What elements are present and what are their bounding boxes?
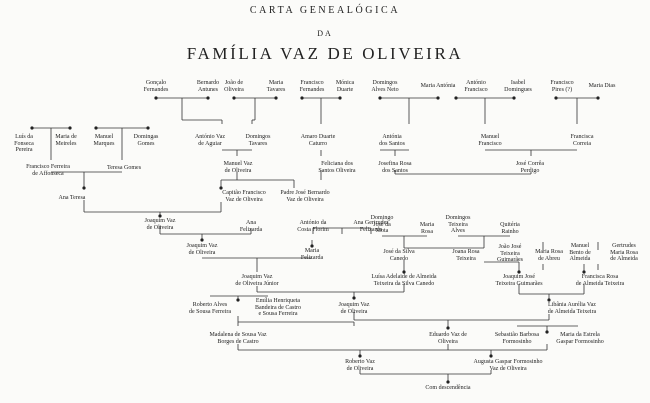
person-francisca-correia: Francisca Correia [570, 134, 594, 147]
person-augusta-gaspar-formosinho: Augusta Gaspar Formosinho Vaz de Oliveir… [473, 359, 543, 372]
person-emilia-henriqueta: Emília Henriqueta Bandeira de Castro e S… [255, 298, 301, 318]
person-joaquim-vaz-de-oliveira-1: Joaquim Vaz de Oliveira [144, 218, 176, 231]
person-manuel-marques: Manuel Marques [93, 134, 115, 147]
person-manuel-francisco: Manuel Francisco [478, 134, 502, 147]
person-domingas-gomes: Domingas Gomes [133, 134, 159, 147]
person-maria-rosa: Maria Rosa [419, 222, 435, 235]
person-isabel-domingues: Isabel Domingues [504, 80, 532, 93]
com-descendencia-label: Com descendência [425, 385, 471, 391]
person-francisco-fernandes: Francisco Fernandes [299, 80, 325, 93]
person-francisca-rosa-de-almeida-teixeira: Francisca Rosa de Almeida Teixeira [575, 274, 625, 287]
person-domingos-tavares: Domingos Tavares [245, 134, 271, 147]
person-francisco-pires: Francisco Pires (?) [550, 80, 574, 93]
person-joana-rosa-teixeira: Joana Rosa Teixeira [452, 249, 480, 262]
person-capitao-francisco-vaz-de-oliveira: Capitão Francisco Vaz de Oliveira [222, 190, 266, 203]
person-amaro-duarte-caturro: Amaro Duarte Caturro [300, 134, 336, 147]
chart-title-family: FAMÍLIA VAZ DE OLIVEIRA [186, 44, 464, 63]
person-maria-felizarda: Maria Felizarda [300, 248, 324, 261]
person-antonio-francisco: António Francisco [464, 80, 488, 93]
person-joao-de-oliveira: João de Oliveira [224, 80, 244, 93]
person-joaquim-vaz-de-oliveira-junior: Joaquim Vaz de Oliveira Júnior [235, 274, 279, 287]
person-monica-duarte: Mónica Duarte [335, 80, 355, 93]
person-roberto-vaz-de-oliveira: Roberto Vaz de Oliveira [345, 359, 375, 372]
person-maria-antonia: Maria Antónia [420, 83, 456, 89]
person-jose-da-silva-canedo: José da Silva Canedo [383, 249, 415, 262]
person-padre-jose-bernardo-vaz-de-oliveira: Padre José Bernardo Vaz de Oliveira [280, 190, 330, 203]
person-ana-teresa: Ana Teresa [58, 195, 86, 201]
chart-title-line1: CARTA GENEALÓGICA [249, 5, 401, 16]
person-joao-jose-teixeira-guimaraes: João José Teixeira Guimarães [497, 244, 523, 264]
person-maria-dias: Maria Dias [588, 83, 616, 89]
person-maria-tavares: Maria Tavares [266, 80, 286, 93]
person-joaquim-jose-teixeira-guimaraes: Joaquim José Teixeira Guimarães [495, 274, 543, 287]
person-quiteria-rainho: Quitéria Rainho [500, 222, 520, 235]
person-sebastiao-barbosa-formosinho: Sebastião Barbosa Formosinho [494, 332, 540, 345]
person-libania-aurelia: Libânia Aurélia Vaz de Almeida Teixeira [547, 302, 597, 315]
person-antonia-dos-santos: Antónia dos Santos [379, 134, 405, 147]
person-antonio-vaz-de-aguiar: António Vaz de Aguiar [194, 134, 226, 147]
person-maria-da-estrela-gaspar-formosinho: Maria da Estrela Gaspar Formosinho [556, 332, 604, 345]
person-ana-gertrudes-felizarda: Ana Gertrudes Felizarda [353, 220, 389, 233]
person-luis-da-fonseca-pereira: Luís da Fonseca Pereira [14, 134, 34, 154]
person-maria-de-meireles: Maria de Meireles [55, 134, 77, 147]
person-ana-felizarda: Ana Felizarda [239, 220, 263, 233]
chart-title-line2: DA [317, 29, 333, 38]
person-jose-correa-perdigo: José Corrêa Perdigo [515, 161, 545, 174]
person-josefina-rosa-dos-santos: Josefina Rosa dos Santos [378, 161, 412, 174]
person-domingos-alves-neto: Domingos Alves Neto [371, 80, 399, 93]
person-gertrudes-maria-rosa-de-almeida: Gertrudes Maria Rosa de Almeida [610, 243, 638, 263]
person-francisco-ferreira-de-affonseca: Francisco Ferreira de Affonseca [26, 164, 70, 177]
person-antonio-da-costa-florim: António da Costa Florim [297, 220, 329, 233]
person-domingo-jose-da-mota: Domingo José da Mota [370, 215, 394, 235]
person-maria-rosa-de-abreu: Maria Rosa de Abreu [535, 249, 563, 262]
person-bernardo-antunes: Bernardo Antunes [196, 80, 220, 93]
person-eduardo-vaz-de-oliveira: Eduardo Vaz de Oliveira [429, 332, 467, 345]
person-domingos-teixeira-alves: Domingos Teixeira Alves [445, 215, 471, 235]
person-teresa-gomes: Teresa Gomes [106, 165, 142, 171]
person-manuel-vaz-de-oliveira: Manuel Vaz de Oliveira [223, 161, 253, 174]
person-feliciana-dos-santos-oliveira: Feliciana dos Santos Oliveira [318, 161, 356, 174]
person-manuel-bento-de-almeida: Manuel Bento de Almeida [569, 243, 591, 263]
person-roberto-alves-de-sousa-ferreira: Roberto Alves de Sousa Ferreira [189, 302, 231, 315]
person-joaquim-vaz-de-oliveira-3: Joaquim Vaz de Oliveira [338, 302, 370, 315]
person-joaquim-vaz-de-oliveira-2: Joaquim Vaz de Oliveira [186, 243, 218, 256]
person-luisa-adelaide: Luísa Adelaide de Almeida Teixeira da Si… [371, 274, 437, 287]
person-madalena-de-sousa-vaz: Madalena de Sousa Vaz Borges de Castro [209, 332, 267, 345]
person-goncalo-fernandes: Gonçalo Fernandes [143, 80, 169, 93]
